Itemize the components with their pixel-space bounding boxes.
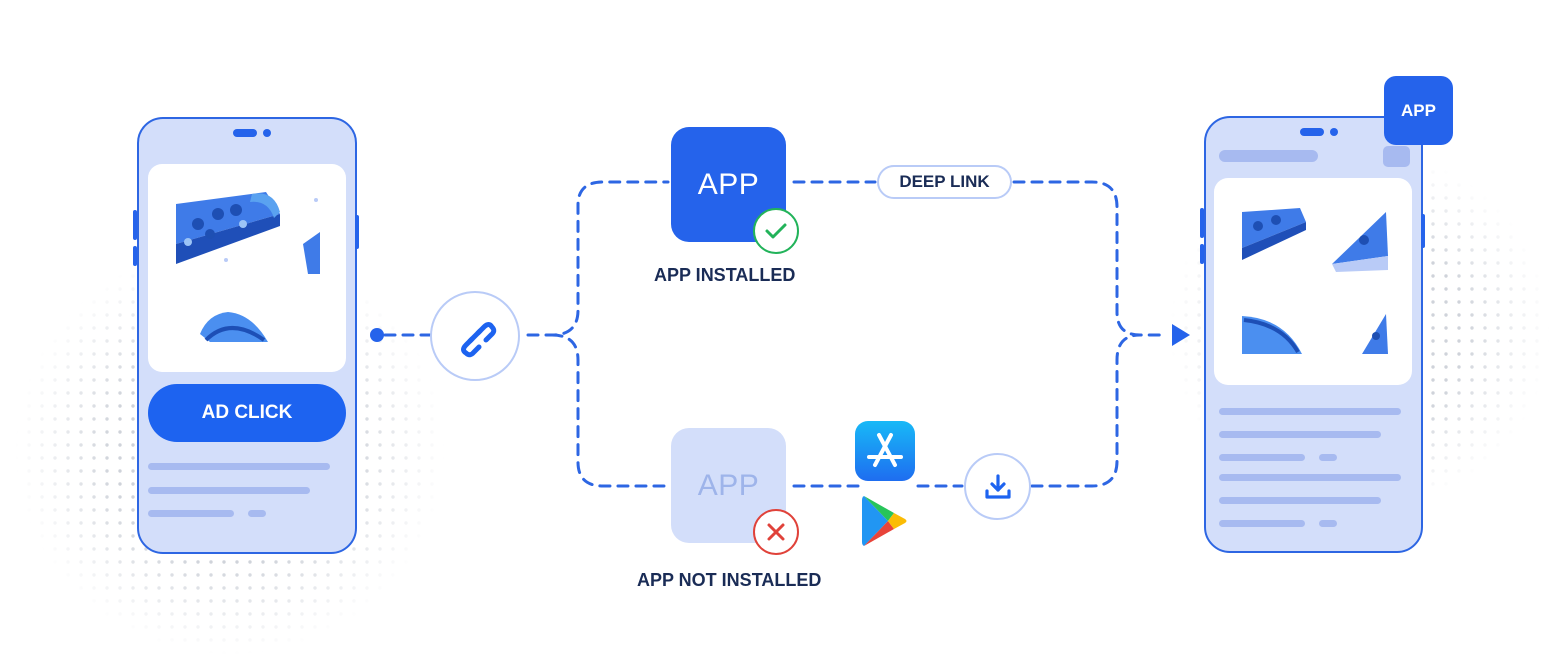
- deep-link-label: DEEP LINK: [877, 165, 1012, 199]
- app-not-installed-caption: APP NOT INSTALLED: [637, 570, 822, 590]
- phone-side-button: [133, 210, 137, 240]
- text-placeholder-line: [1319, 520, 1337, 527]
- phone-camera: [263, 129, 271, 137]
- flow-start-dot: [370, 328, 384, 342]
- connector-download-to-merge: [1030, 333, 1142, 488]
- connector-link-to-branches: [526, 180, 670, 337]
- ad-image: [148, 164, 346, 372]
- ad-click-button[interactable]: AD CLICK: [148, 384, 346, 442]
- app-installed-caption: APP INSTALLED: [654, 265, 796, 285]
- text-placeholder-line: [1219, 431, 1381, 438]
- cross-icon: [767, 523, 785, 541]
- text-placeholder-line: [1219, 408, 1401, 415]
- app-store-icon[interactable]: [855, 421, 915, 481]
- download-icon: [984, 473, 1011, 499]
- connector-link-to-lower-branch: [550, 333, 670, 488]
- phone-side-button: [1200, 208, 1204, 238]
- phone-side-button: [355, 215, 359, 249]
- download-button[interactable]: [964, 453, 1031, 520]
- in-app-content-image: [1214, 178, 1412, 385]
- google-play-icon[interactable]: [860, 493, 910, 549]
- phone-side-button: [133, 246, 137, 266]
- phone-side-button: [1421, 214, 1425, 248]
- header-placeholder-bar: [1219, 150, 1318, 162]
- opened-app-badge: APP: [1384, 76, 1453, 145]
- phone-side-button: [1200, 244, 1204, 264]
- connector-deep-link-to-merge: [1012, 180, 1162, 337]
- installed-status-badge: [753, 208, 799, 254]
- text-placeholder-line: [148, 510, 234, 517]
- phone-camera: [1330, 128, 1338, 136]
- phone-speaker: [233, 129, 257, 137]
- text-placeholder-line: [1219, 520, 1305, 527]
- not-installed-status-badge: [753, 509, 799, 555]
- phone-speaker: [1300, 128, 1324, 136]
- header-placeholder-square: [1383, 146, 1410, 167]
- text-placeholder-line: [1219, 474, 1401, 481]
- app-installed-tile: APP: [671, 127, 786, 242]
- pizza-slice-illustration: [1242, 208, 1388, 354]
- checkmark-icon: [765, 223, 787, 239]
- text-placeholder-line: [1219, 454, 1305, 461]
- arrow-right-icon: [1172, 324, 1190, 346]
- chain-link-icon: [461, 322, 497, 358]
- text-placeholder-line: [148, 487, 310, 494]
- text-placeholder-line: [1319, 454, 1337, 461]
- text-placeholder-line: [248, 510, 266, 517]
- text-placeholder-line: [1219, 497, 1381, 504]
- pizza-slice-illustration: [176, 192, 320, 342]
- smart-link-button[interactable]: [430, 291, 520, 381]
- text-placeholder-line: [148, 463, 330, 470]
